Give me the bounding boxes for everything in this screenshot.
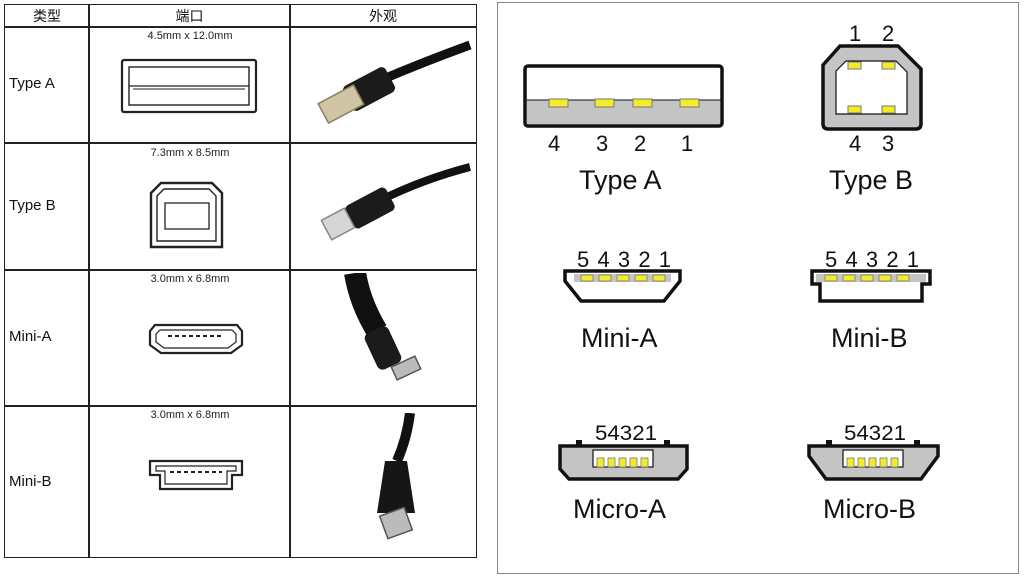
row-type-b-dimension: 7.3mm x 8.5mm [150, 147, 230, 159]
mini-a-port-outline [148, 323, 244, 355]
row-divider [5, 142, 476, 144]
mini-b-port-outline [148, 459, 244, 491]
type-b-port-outline [149, 181, 224, 249]
mini-b-pin-numbers: 54321 [825, 247, 919, 272]
micro-b-pin-numbers: 54321 [844, 422, 906, 445]
type-b-pin-1: 1 [849, 21, 861, 46]
row-divider [5, 269, 476, 271]
row-type-a-dimension: 4.5mm x 12.0mm [147, 30, 233, 42]
mini-b-label: Mini-B [831, 323, 908, 353]
header-type: 类型 [33, 8, 61, 24]
row-mini-a-dimension: 3.0mm x 6.8mm [150, 273, 230, 285]
mini-a-label: Mini-A [581, 323, 658, 353]
mini-a-pin-numbers: 54321 [577, 247, 671, 272]
type-b-pin-4: 4 [849, 131, 861, 156]
type-a-cable-photo [317, 40, 472, 125]
row-divider [5, 26, 476, 28]
header-port: 端口 [175, 8, 204, 24]
type-a-label: Type A [579, 165, 662, 195]
mini-b-pinout: 54321 Mini-B [810, 247, 932, 353]
row-mini-a-label: Mini-A [9, 328, 52, 345]
mini-a-pinout: 54321 Mini-A [563, 247, 682, 353]
type-b-pin-2: 2 [882, 21, 894, 46]
type-a-pin-1: 1 [681, 131, 693, 156]
micro-b-pinout: 54321 Micro-B [807, 422, 940, 524]
column-divider [88, 5, 90, 557]
type-b-pin-3: 3 [882, 131, 894, 156]
micro-a-pin-numbers: 54321 [595, 422, 657, 445]
port-outline-drawings [120, 58, 258, 491]
row-divider [5, 405, 476, 407]
type-a-pin-2: 2 [634, 131, 646, 156]
column-divider [289, 5, 291, 557]
usb-pinout-panel: 4 3 2 1 Type A 1 2 4 3 Type B [497, 2, 1019, 574]
micro-b-label: Micro-B [823, 494, 916, 524]
type-a-port-outline [120, 58, 258, 114]
type-a-pin-4: 4 [548, 131, 560, 156]
micro-a-pinout: 54321 Micro-A [558, 422, 689, 524]
row-mini-b-dimension: 3.0mm x 6.8mm [150, 409, 230, 421]
type-b-cable-photo [320, 163, 472, 241]
mini-b-cable-photo [377, 413, 415, 540]
pinout-diagrams: 4 3 2 1 Type A 1 2 4 3 Type B [523, 21, 940, 524]
row-type-a-label: Type A [9, 75, 55, 92]
usb-connector-table: 类型 端口 外观 Type A Type B Mini-A Mini-B 4.5… [4, 4, 477, 558]
micro-a-label: Micro-A [573, 494, 666, 524]
type-a-pinout: 4 3 2 1 Type A [523, 64, 724, 195]
row-type-b-label: Type B [9, 197, 56, 214]
row-mini-b-label: Mini-B [9, 473, 52, 490]
type-a-pin-3: 3 [596, 131, 608, 156]
header-appearance: 外观 [369, 8, 397, 24]
type-b-pinout: 1 2 4 3 Type B [821, 21, 923, 195]
mini-a-cable-photo [344, 273, 422, 381]
type-b-label: Type B [829, 165, 913, 195]
